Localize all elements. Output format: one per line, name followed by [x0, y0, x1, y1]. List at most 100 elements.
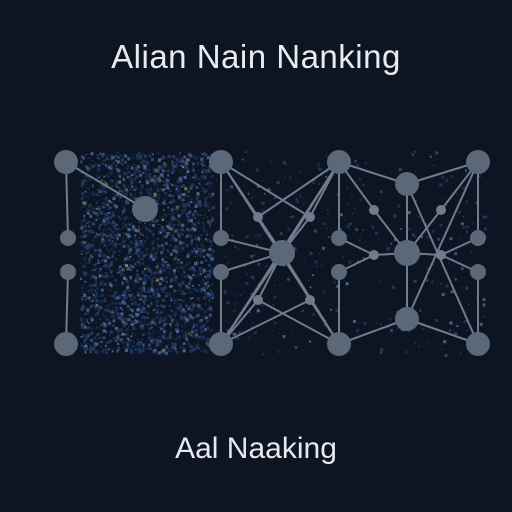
noise-dot — [176, 179, 178, 181]
noise-dot — [98, 158, 100, 160]
noise-dot — [98, 194, 101, 197]
noise-dot — [121, 269, 124, 271]
noise-dot — [172, 275, 174, 277]
noise-dot — [119, 243, 121, 245]
noise-dot — [140, 152, 143, 155]
noise-dot — [188, 305, 191, 307]
noise-dot — [188, 267, 192, 271]
network-edge — [406, 183, 479, 345]
network-edge — [220, 299, 311, 345]
noise-dot — [179, 316, 183, 320]
noise-dot — [116, 180, 118, 182]
noise-dot — [128, 325, 129, 327]
noise-dot — [141, 243, 145, 247]
noise-dot — [169, 201, 172, 204]
noise-dot — [179, 266, 183, 269]
noise-dot — [134, 303, 137, 305]
noise-dot — [129, 267, 132, 270]
noise-dot — [144, 168, 148, 172]
noise-dot — [189, 276, 193, 280]
noise-dot — [95, 193, 99, 196]
noise-dot — [191, 213, 195, 217]
noise-dot — [120, 309, 122, 311]
noise-dot — [186, 168, 189, 171]
noise-dot — [131, 273, 133, 274]
noise-dot — [380, 190, 383, 194]
noise-dot — [151, 274, 152, 276]
noise-dot — [112, 197, 116, 201]
noise-dot — [202, 282, 204, 284]
noise-dot — [267, 188, 271, 192]
noise-dot — [163, 243, 165, 245]
network-node — [213, 230, 229, 246]
noise-dot — [109, 237, 111, 239]
network-node — [369, 250, 379, 260]
noise-dot — [136, 165, 140, 169]
noise-dot — [80, 276, 82, 278]
noise-dot — [335, 308, 339, 312]
noise-dot — [312, 312, 316, 316]
noise-dot — [148, 195, 150, 197]
noise-dot — [123, 174, 125, 176]
noise-dot — [87, 229, 91, 233]
noise-dot — [132, 157, 135, 159]
noise-dot — [169, 323, 172, 325]
noise-dot — [357, 346, 359, 348]
noise-dot — [138, 319, 140, 321]
noise-dot — [174, 178, 176, 180]
noise-dot — [202, 268, 206, 272]
noise-dot — [118, 250, 121, 252]
noise-dot — [207, 220, 211, 224]
noise-dot — [156, 314, 158, 316]
noise-dot — [106, 308, 110, 312]
noise-dot — [146, 178, 150, 182]
noise-dot — [161, 264, 165, 268]
noise-dot — [170, 321, 173, 324]
noise-dot — [141, 291, 142, 293]
noise-dot — [140, 251, 144, 255]
noise-dot — [123, 337, 125, 339]
noise-dot — [116, 233, 118, 236]
noise-dot — [182, 198, 185, 201]
noise-dot — [208, 167, 211, 170]
noise-dot — [125, 294, 128, 297]
noise-dot — [150, 172, 152, 174]
noise-dot — [115, 161, 116, 162]
noise-dot — [130, 180, 134, 184]
noise-dot — [407, 211, 411, 214]
noise-dot — [151, 321, 153, 323]
noise-dot — [141, 338, 143, 340]
noise-dot — [194, 226, 196, 228]
noise-dot — [197, 326, 199, 328]
noise-dot — [154, 320, 156, 322]
noise-dot — [134, 246, 137, 248]
noise-dot — [161, 298, 165, 302]
noise-dot — [140, 258, 142, 260]
noise-dot — [178, 289, 182, 293]
noise-dot — [356, 164, 360, 167]
noise-dot — [154, 308, 157, 310]
noise-dot — [356, 328, 360, 332]
noise-dot — [413, 150, 416, 153]
noise-dot — [170, 346, 174, 350]
noise-dot — [171, 199, 174, 203]
noise-dot — [143, 316, 147, 319]
noise-dot — [147, 223, 149, 225]
noise-dot — [123, 225, 125, 227]
noise-dot — [166, 186, 169, 190]
noise-dot — [118, 347, 120, 348]
noise-dot — [92, 269, 94, 271]
noise-dot — [95, 163, 99, 167]
noise-dot — [285, 195, 286, 196]
noise-dot — [135, 315, 137, 317]
noise-dot — [148, 181, 150, 183]
noise-dot — [109, 263, 113, 267]
noise-dot — [103, 309, 106, 311]
noise-dot — [211, 192, 215, 196]
noise-dot — [173, 207, 177, 211]
noise-dot — [161, 278, 165, 282]
noise-dot — [167, 182, 170, 186]
noise-dot — [197, 266, 199, 268]
noise-dot — [210, 153, 212, 155]
noise-dot — [465, 230, 468, 233]
